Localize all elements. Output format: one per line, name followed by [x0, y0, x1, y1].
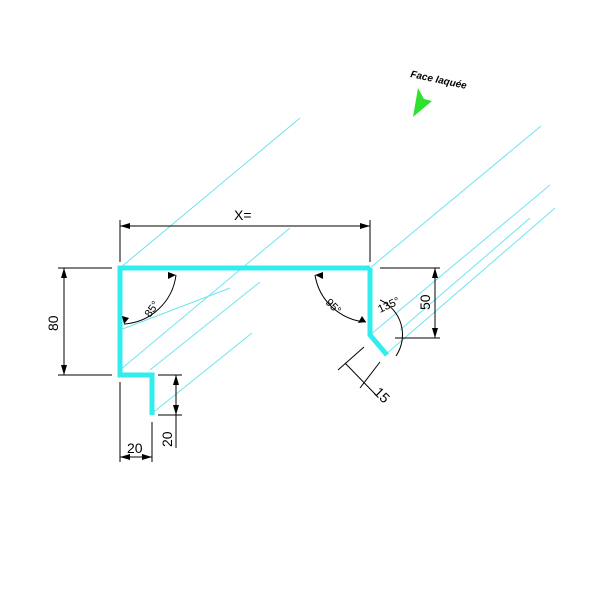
angle-arcs	[123, 274, 403, 357]
angle-right-outer-label: 135°	[376, 295, 402, 315]
lip-label: 15	[371, 384, 393, 406]
foot-height-label: 20	[159, 431, 175, 447]
arrow-heads	[61, 223, 438, 460]
extrusion-lines	[119, 117, 556, 416]
angle-left-label: 85°	[143, 299, 162, 320]
face-marker-icon	[413, 88, 432, 117]
width-label: X=	[234, 207, 252, 223]
dimension-lines	[58, 220, 440, 462]
height-right-label: 50	[417, 294, 433, 310]
profile-outline	[117, 265, 389, 415]
foot-width-label: 20	[127, 440, 143, 456]
height-left-label: 80	[45, 315, 61, 331]
